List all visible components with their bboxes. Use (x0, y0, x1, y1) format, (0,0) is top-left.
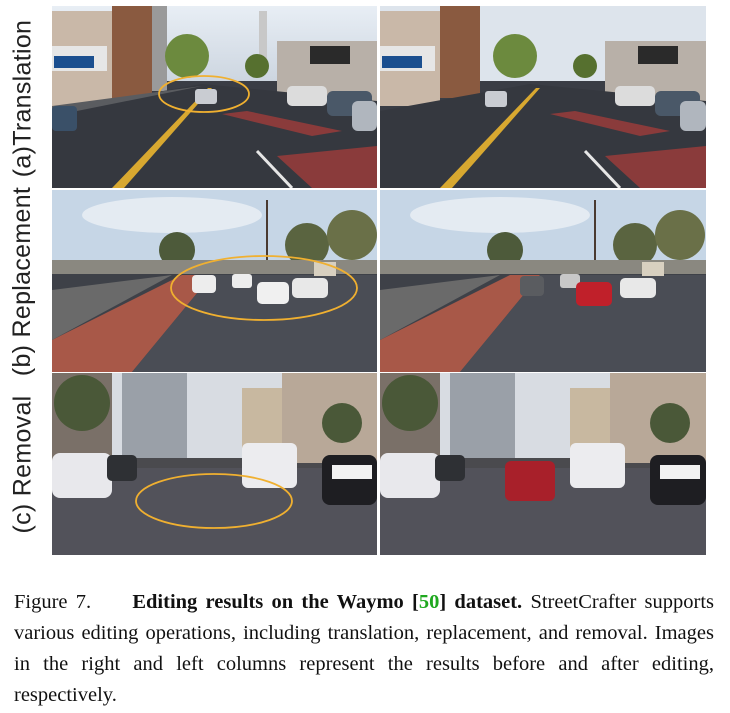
row-label-translation: (a)Translation (0, 8, 46, 188)
row-label-replacement-text: (b) Replacement (8, 186, 37, 376)
replacement-after-image (380, 190, 706, 372)
row-label-replacement: (b) Replacement (0, 186, 46, 375)
figure-caption: Figure 7. Editing results on the Waymo [… (14, 587, 714, 711)
translation-after-image (380, 6, 706, 188)
row-label-translation-text: (a)Translation (8, 19, 37, 177)
citation-link[interactable]: 50 (418, 591, 440, 613)
caption-title-part1: Editing results on the Waymo [ (132, 591, 419, 613)
caption-body: StreetCrafter supports various editing o… (14, 591, 715, 706)
row-label-removal-text: (c) Removal (8, 394, 37, 534)
replacement-before-image (52, 190, 377, 372)
caption-title-part2: ] dataset. (439, 591, 523, 613)
figure-label: Figure 7. (14, 591, 92, 613)
row-label-removal: (c) Removal (0, 373, 46, 555)
translation-before-image (52, 6, 377, 188)
removal-after-image (380, 373, 706, 555)
removal-before-image (52, 373, 377, 555)
